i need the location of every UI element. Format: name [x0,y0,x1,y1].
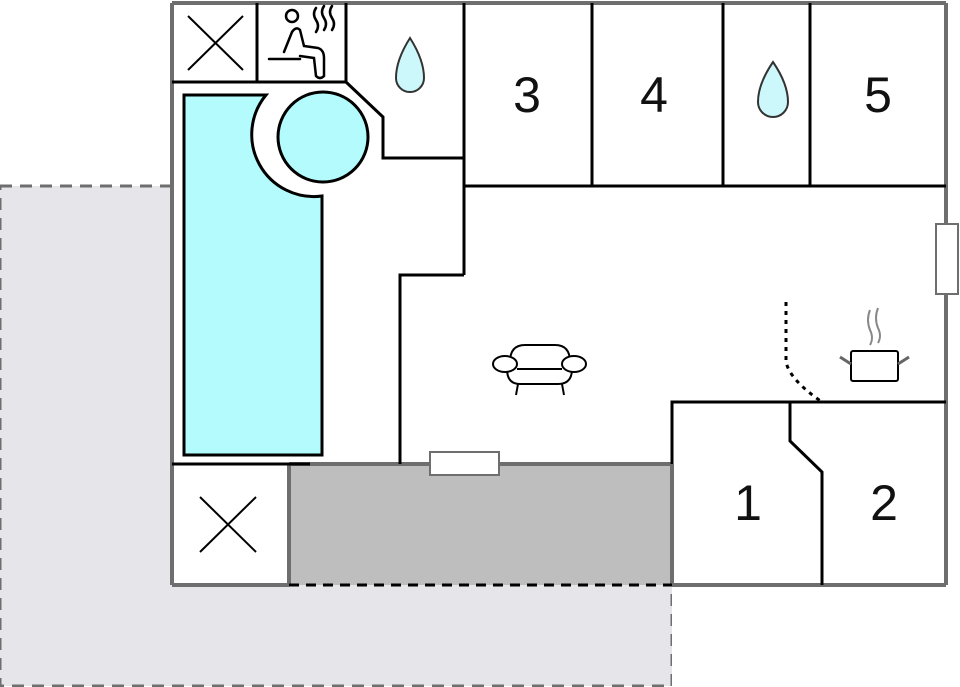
water-drop-icon [756,60,790,118]
window-terrace [429,451,500,476]
water-drop-icon [394,36,426,93]
room-label-5: 5 [864,67,892,123]
room-label-2: 2 [870,475,898,531]
whirlpool [276,90,370,184]
cooking-pot-icon [839,307,910,382]
storage-x-top-icon [187,15,244,71]
sauna-icon [267,4,336,80]
inner-walls [172,3,946,585]
room-label-1: 1 [734,475,762,531]
room-label-3: 3 [513,67,541,123]
storage-x-bottom-icon [199,496,257,553]
window-right [935,223,959,295]
sofa-icon [492,344,587,396]
outer-walls [170,1,948,587]
indoor-pool [182,93,324,457]
covered-terrace [289,464,672,585]
room-label-4: 4 [640,67,668,123]
